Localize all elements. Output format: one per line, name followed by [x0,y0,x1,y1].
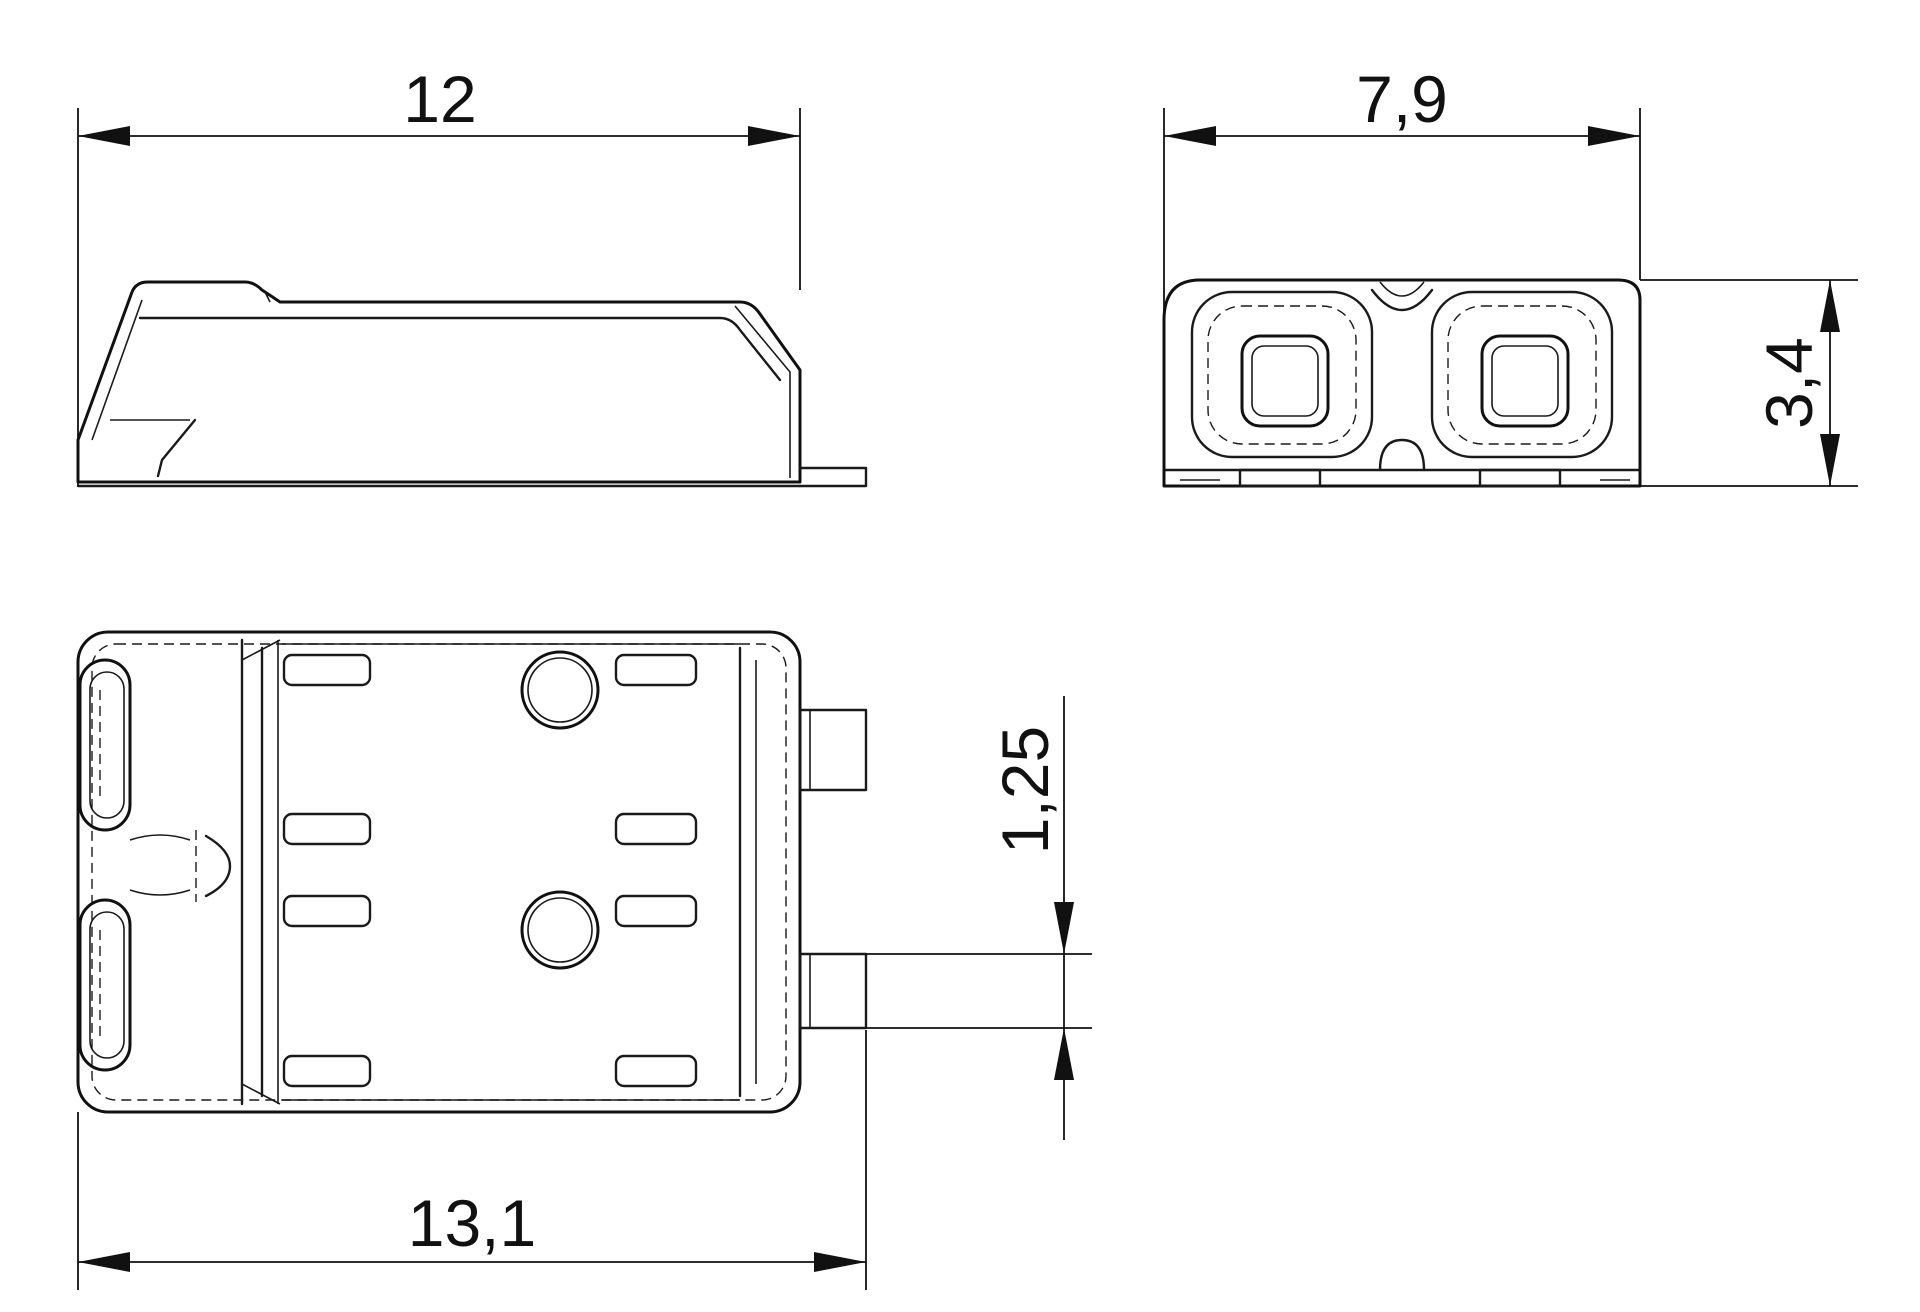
dimension-label-1-25: 1,25 [988,726,1062,854]
dimension-height: 3,4 [1640,279,1858,487]
dimension-label-7-9: 7,9 [1356,62,1448,136]
dimension-label-13-1: 13,1 [408,1186,536,1260]
dimension-bottom-length: 13,1 [77,1030,867,1290]
top-view [76,630,868,1114]
side-view [76,280,868,488]
front-view [1162,278,1642,488]
dimension-label-12: 12 [403,62,476,136]
dimension-top-width: 7,9 [1163,62,1641,486]
dimension-pin-pitch: 1,25 [866,696,1092,1140]
dimension-label-3-4: 3,4 [1752,337,1826,429]
dimension-top-length: 12 [77,62,801,486]
